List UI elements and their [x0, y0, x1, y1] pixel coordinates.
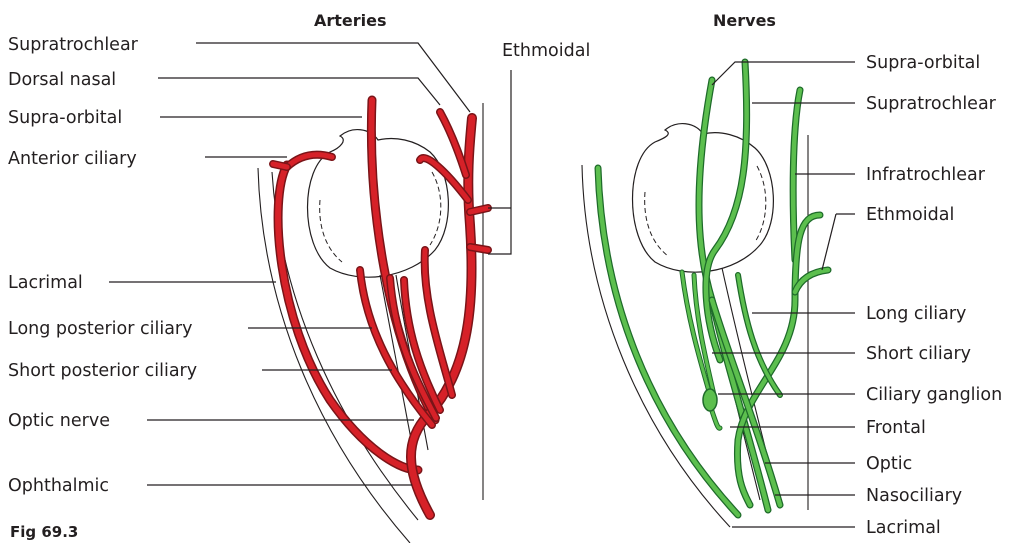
label-ethmoidal-nerve: Ethmoidal — [866, 205, 954, 225]
arteries-labels: Supratrochlear Dorsal nasal Supra-orbita… — [8, 35, 590, 496]
nerve-long-ciliary — [738, 275, 780, 395]
artery-dorsal-nasal — [440, 112, 466, 175]
label-ophthalmic-artery: Ophthalmic — [8, 476, 109, 496]
arteries-title: Arteries — [314, 11, 387, 30]
label-optic-nerve-right: Optic — [866, 454, 912, 474]
nerves-leaders — [712, 62, 855, 527]
label-nasociliary-nerve: Nasociliary — [866, 486, 962, 506]
label-ethmoidal-artery: Ethmoidal — [502, 41, 590, 61]
label-long-ciliary-nerve: Long ciliary — [866, 304, 966, 324]
label-optic-nerve: Optic nerve — [8, 411, 110, 431]
figure-label: Fig 69.3 — [10, 523, 78, 541]
label-infratrochlear-nerve: Infratrochlear — [866, 165, 986, 185]
label-short-posterior-ciliary-artery: Short posterior ciliary — [8, 361, 197, 381]
label-ciliary-ganglion: Ciliary ganglion — [866, 385, 1002, 405]
nerves-diagram: Supra-orbital Supratrochlear Infratrochl… — [582, 53, 1002, 538]
nerves-labels: Supra-orbital Supratrochlear Infratrochl… — [866, 53, 1002, 538]
label-supra-orbital-nerve: Supra-orbital — [866, 53, 980, 73]
nerve-fibers — [598, 62, 828, 515]
label-supratrochlear-nerve: Supratrochlear — [866, 94, 997, 114]
label-frontal-nerve: Frontal — [866, 418, 926, 438]
label-long-posterior-ciliary-artery: Long posterior ciliary — [8, 319, 192, 339]
label-short-ciliary-nerve: Short ciliary — [866, 344, 971, 364]
label-dorsal-nasal-artery: Dorsal nasal — [8, 70, 116, 90]
nerve-ethmoidal-branch — [795, 270, 828, 292]
label-supra-orbital-artery: Supra-orbital — [8, 108, 122, 128]
label-supratrochlear-artery: Supratrochlear — [8, 35, 139, 55]
label-lacrimal-nerve: Lacrimal — [866, 518, 941, 538]
nerves-title: Nerves — [713, 11, 776, 30]
label-lacrimal-artery: Lacrimal — [8, 273, 83, 293]
ciliary-ganglion-shape — [703, 389, 717, 411]
arteries-diagram: Supratrochlear Dorsal nasal Supra-orbita… — [8, 35, 590, 543]
nerve-frontal — [712, 300, 780, 505]
label-anterior-ciliary-artery: Anterior ciliary — [8, 149, 137, 169]
arteries-leaders — [109, 43, 511, 485]
